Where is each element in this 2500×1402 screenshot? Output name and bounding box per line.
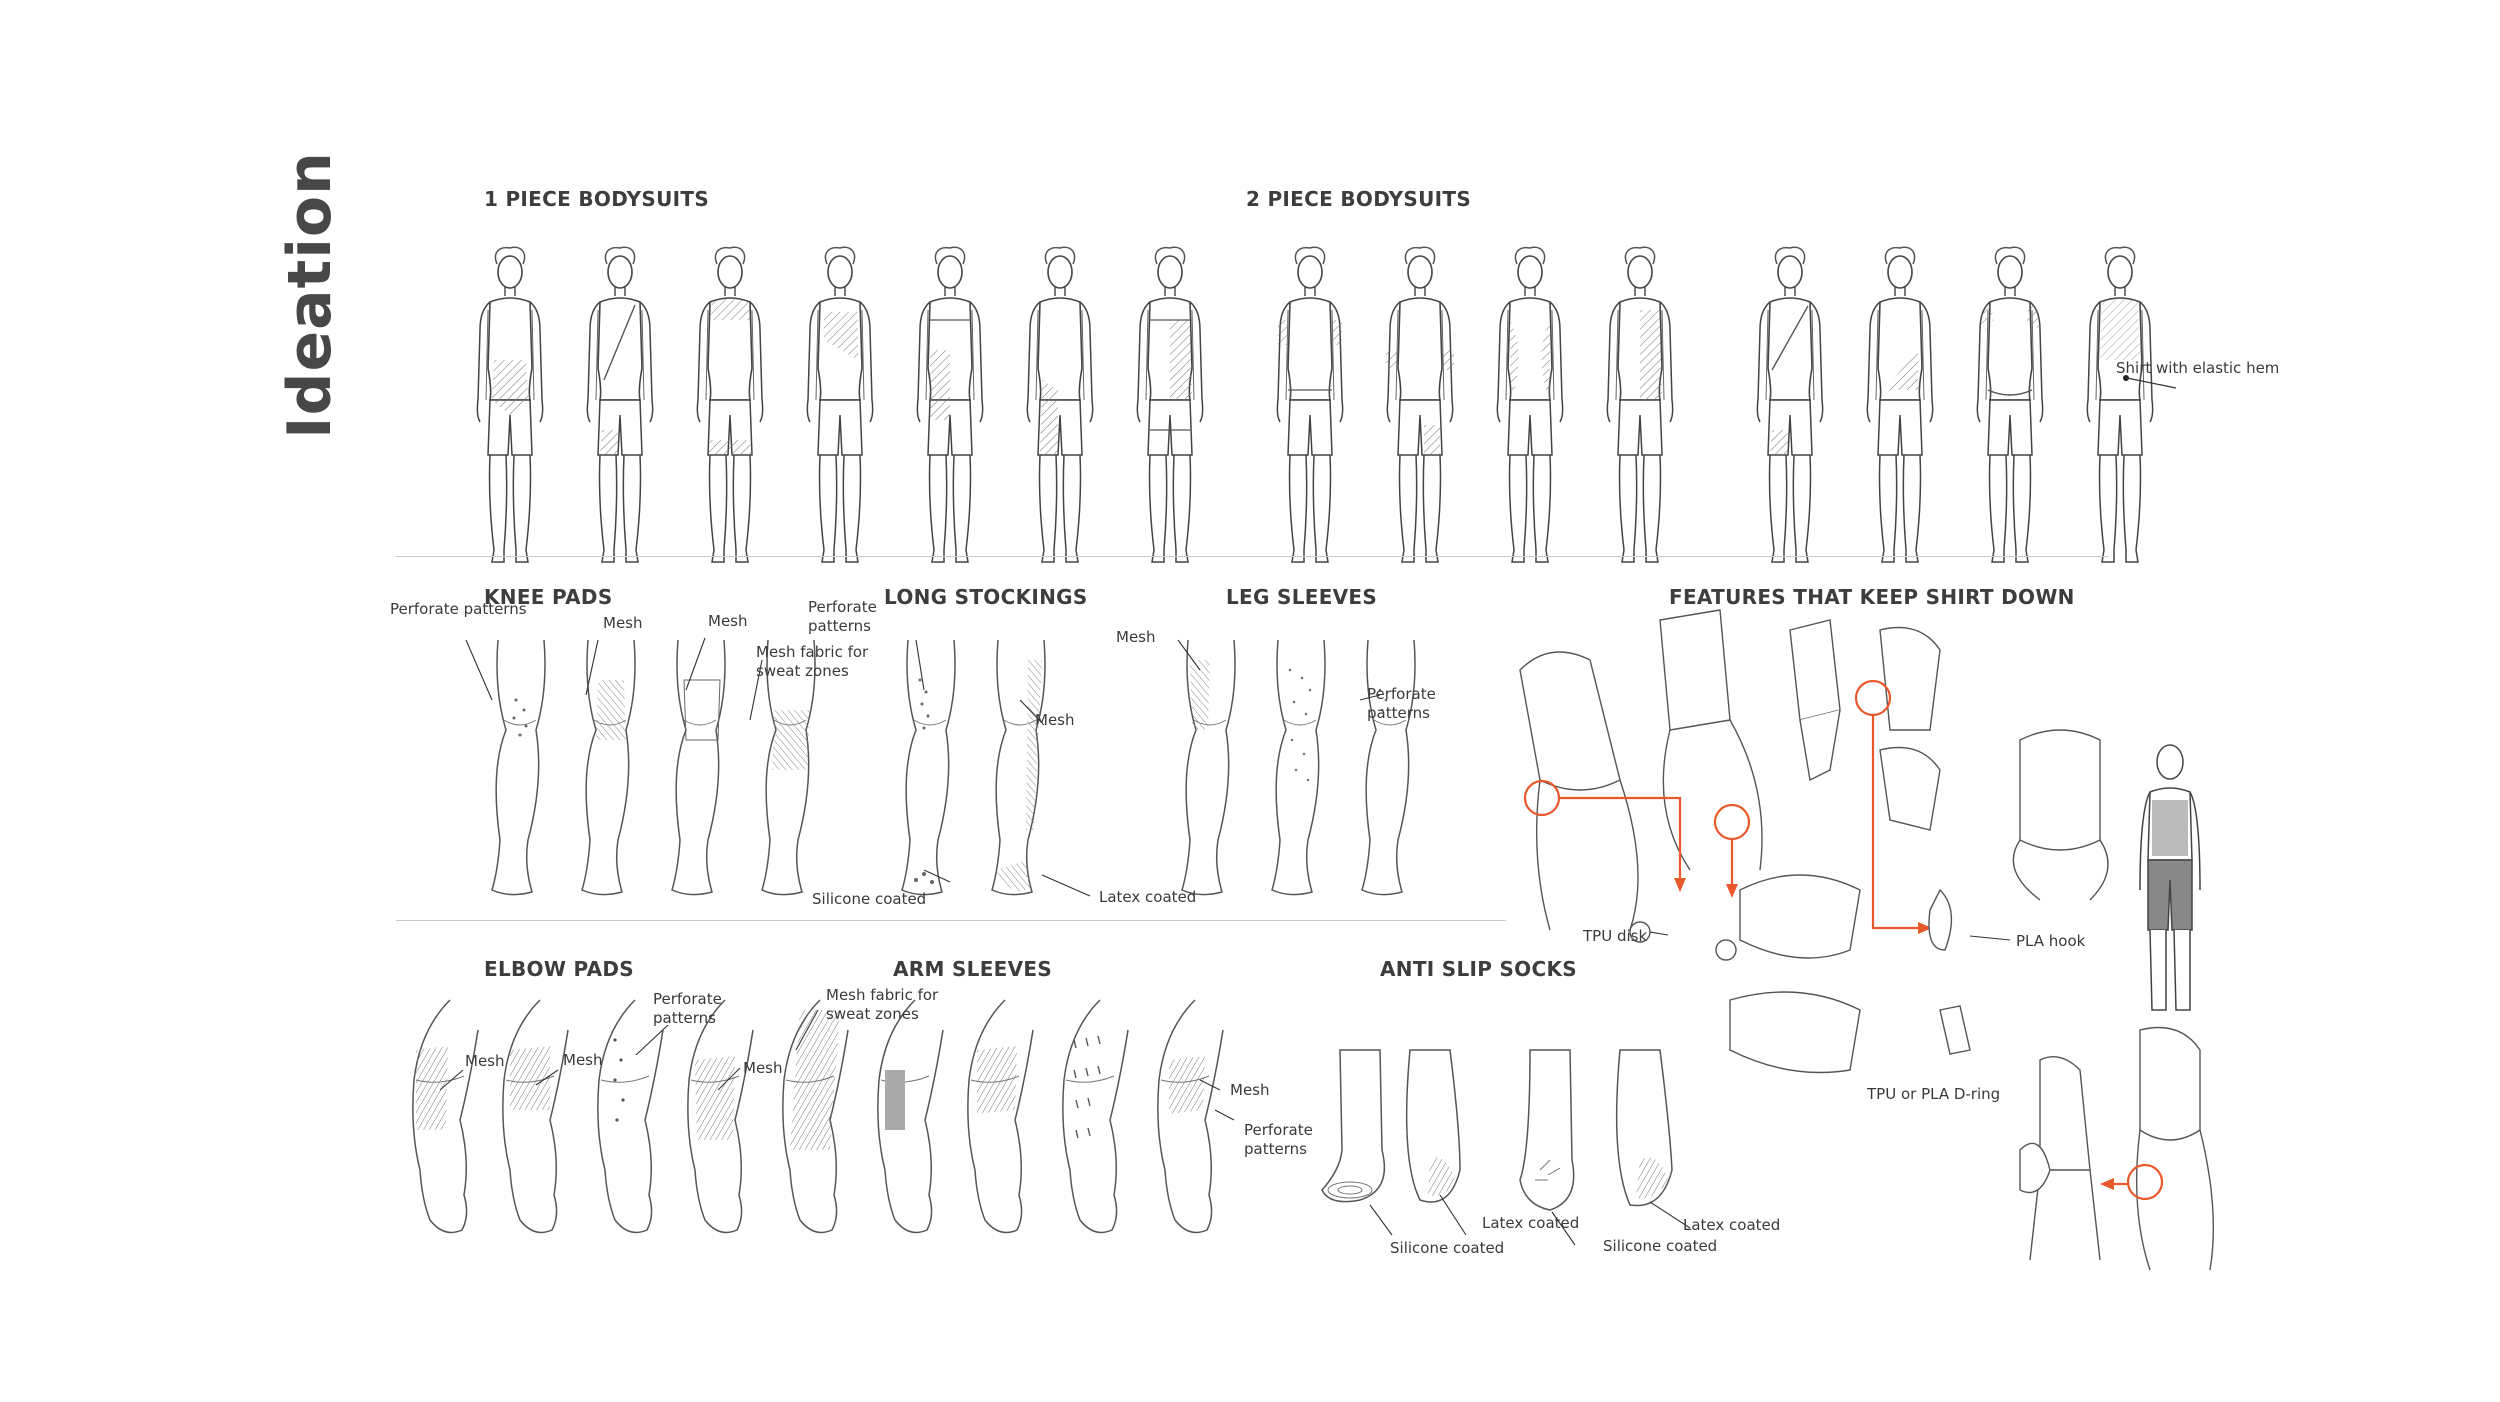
feature-note-d-ring: TPU or PLA D-ring xyxy=(1867,1085,2001,1103)
heading-knee-pads: KNEE PADS xyxy=(484,585,613,609)
arm-note-mesh-fabric: Mesh fabric for sweat zones xyxy=(826,986,939,1023)
divider xyxy=(396,556,2108,557)
sleeves-note-perforate: Perforate patterns xyxy=(1367,685,1436,722)
knee-note-mesh-fabric: Mesh fabric for sweat zones xyxy=(756,643,869,680)
stockings-note-mesh: Mesh xyxy=(1035,711,1075,729)
knee-note-mesh-1: Mesh xyxy=(603,614,643,632)
heading-leg-sleeves: LEG SLEEVES xyxy=(1226,585,1378,609)
stockings-note-silicone: Silicone coated xyxy=(812,890,927,908)
elbow-note-mesh-1: Mesh xyxy=(465,1052,505,1070)
elbow-note-mesh-3: Mesh xyxy=(743,1059,783,1077)
knee-note-mesh-2: Mesh xyxy=(708,612,748,630)
knee-note-perforate: Perforate patterns xyxy=(390,600,527,618)
heading-anti-slip-socks: ANTI SLIP SOCKS xyxy=(1380,957,1577,981)
heading-long-stockings: LONG STOCKINGS xyxy=(884,585,1088,609)
note-elastic-hem: Shirt with elastic hem xyxy=(2116,359,2280,377)
arm-sketches xyxy=(412,999,1300,1234)
stockings-note-perforate: Perforate patterns xyxy=(808,598,877,635)
feature-note-pla-hook: PLA hook xyxy=(2016,932,2086,950)
bodysuit-figures-sketch xyxy=(476,246,2140,563)
arm-note-mesh: Mesh xyxy=(1230,1081,1270,1099)
sleeves-note-mesh: Mesh xyxy=(1116,628,1156,646)
sock-sketches xyxy=(1320,1010,1740,1260)
features-sketch xyxy=(1500,610,2220,1280)
sock-note-silicone-2: Silicone coated xyxy=(1603,1237,1718,1255)
elbow-note-mesh-2: Mesh xyxy=(563,1051,603,1069)
heading-2-piece-bodysuits: 2 PIECE BODYSUITS xyxy=(1246,187,1472,211)
heading-arm-sleeves: ARM SLEEVES xyxy=(893,957,1053,981)
heading-elbow-pads: ELBOW PADS xyxy=(484,957,634,981)
heading-features: FEATURES THAT KEEP SHIRT DOWN xyxy=(1669,585,2075,609)
sock-note-latex-2: Latex coated xyxy=(1683,1216,1781,1234)
divider xyxy=(396,920,1506,921)
page-title: Ideation xyxy=(275,151,345,439)
sock-note-silicone-1: Silicone coated xyxy=(1390,1239,1505,1257)
feature-note-tpu-disk: TPU disk xyxy=(1583,927,1648,945)
leg-sketches xyxy=(440,620,1416,910)
stockings-note-latex: Latex coated xyxy=(1099,888,1197,906)
heading-1-piece-bodysuits: 1 PIECE BODYSUITS xyxy=(484,187,710,211)
elbow-note-perforate: Perforate patterns xyxy=(653,990,722,1027)
leader-line xyxy=(2127,378,2176,388)
sock-note-latex-1: Latex coated xyxy=(1482,1214,1580,1232)
arm-note-perforate: Perforate patterns xyxy=(1244,1121,1313,1158)
